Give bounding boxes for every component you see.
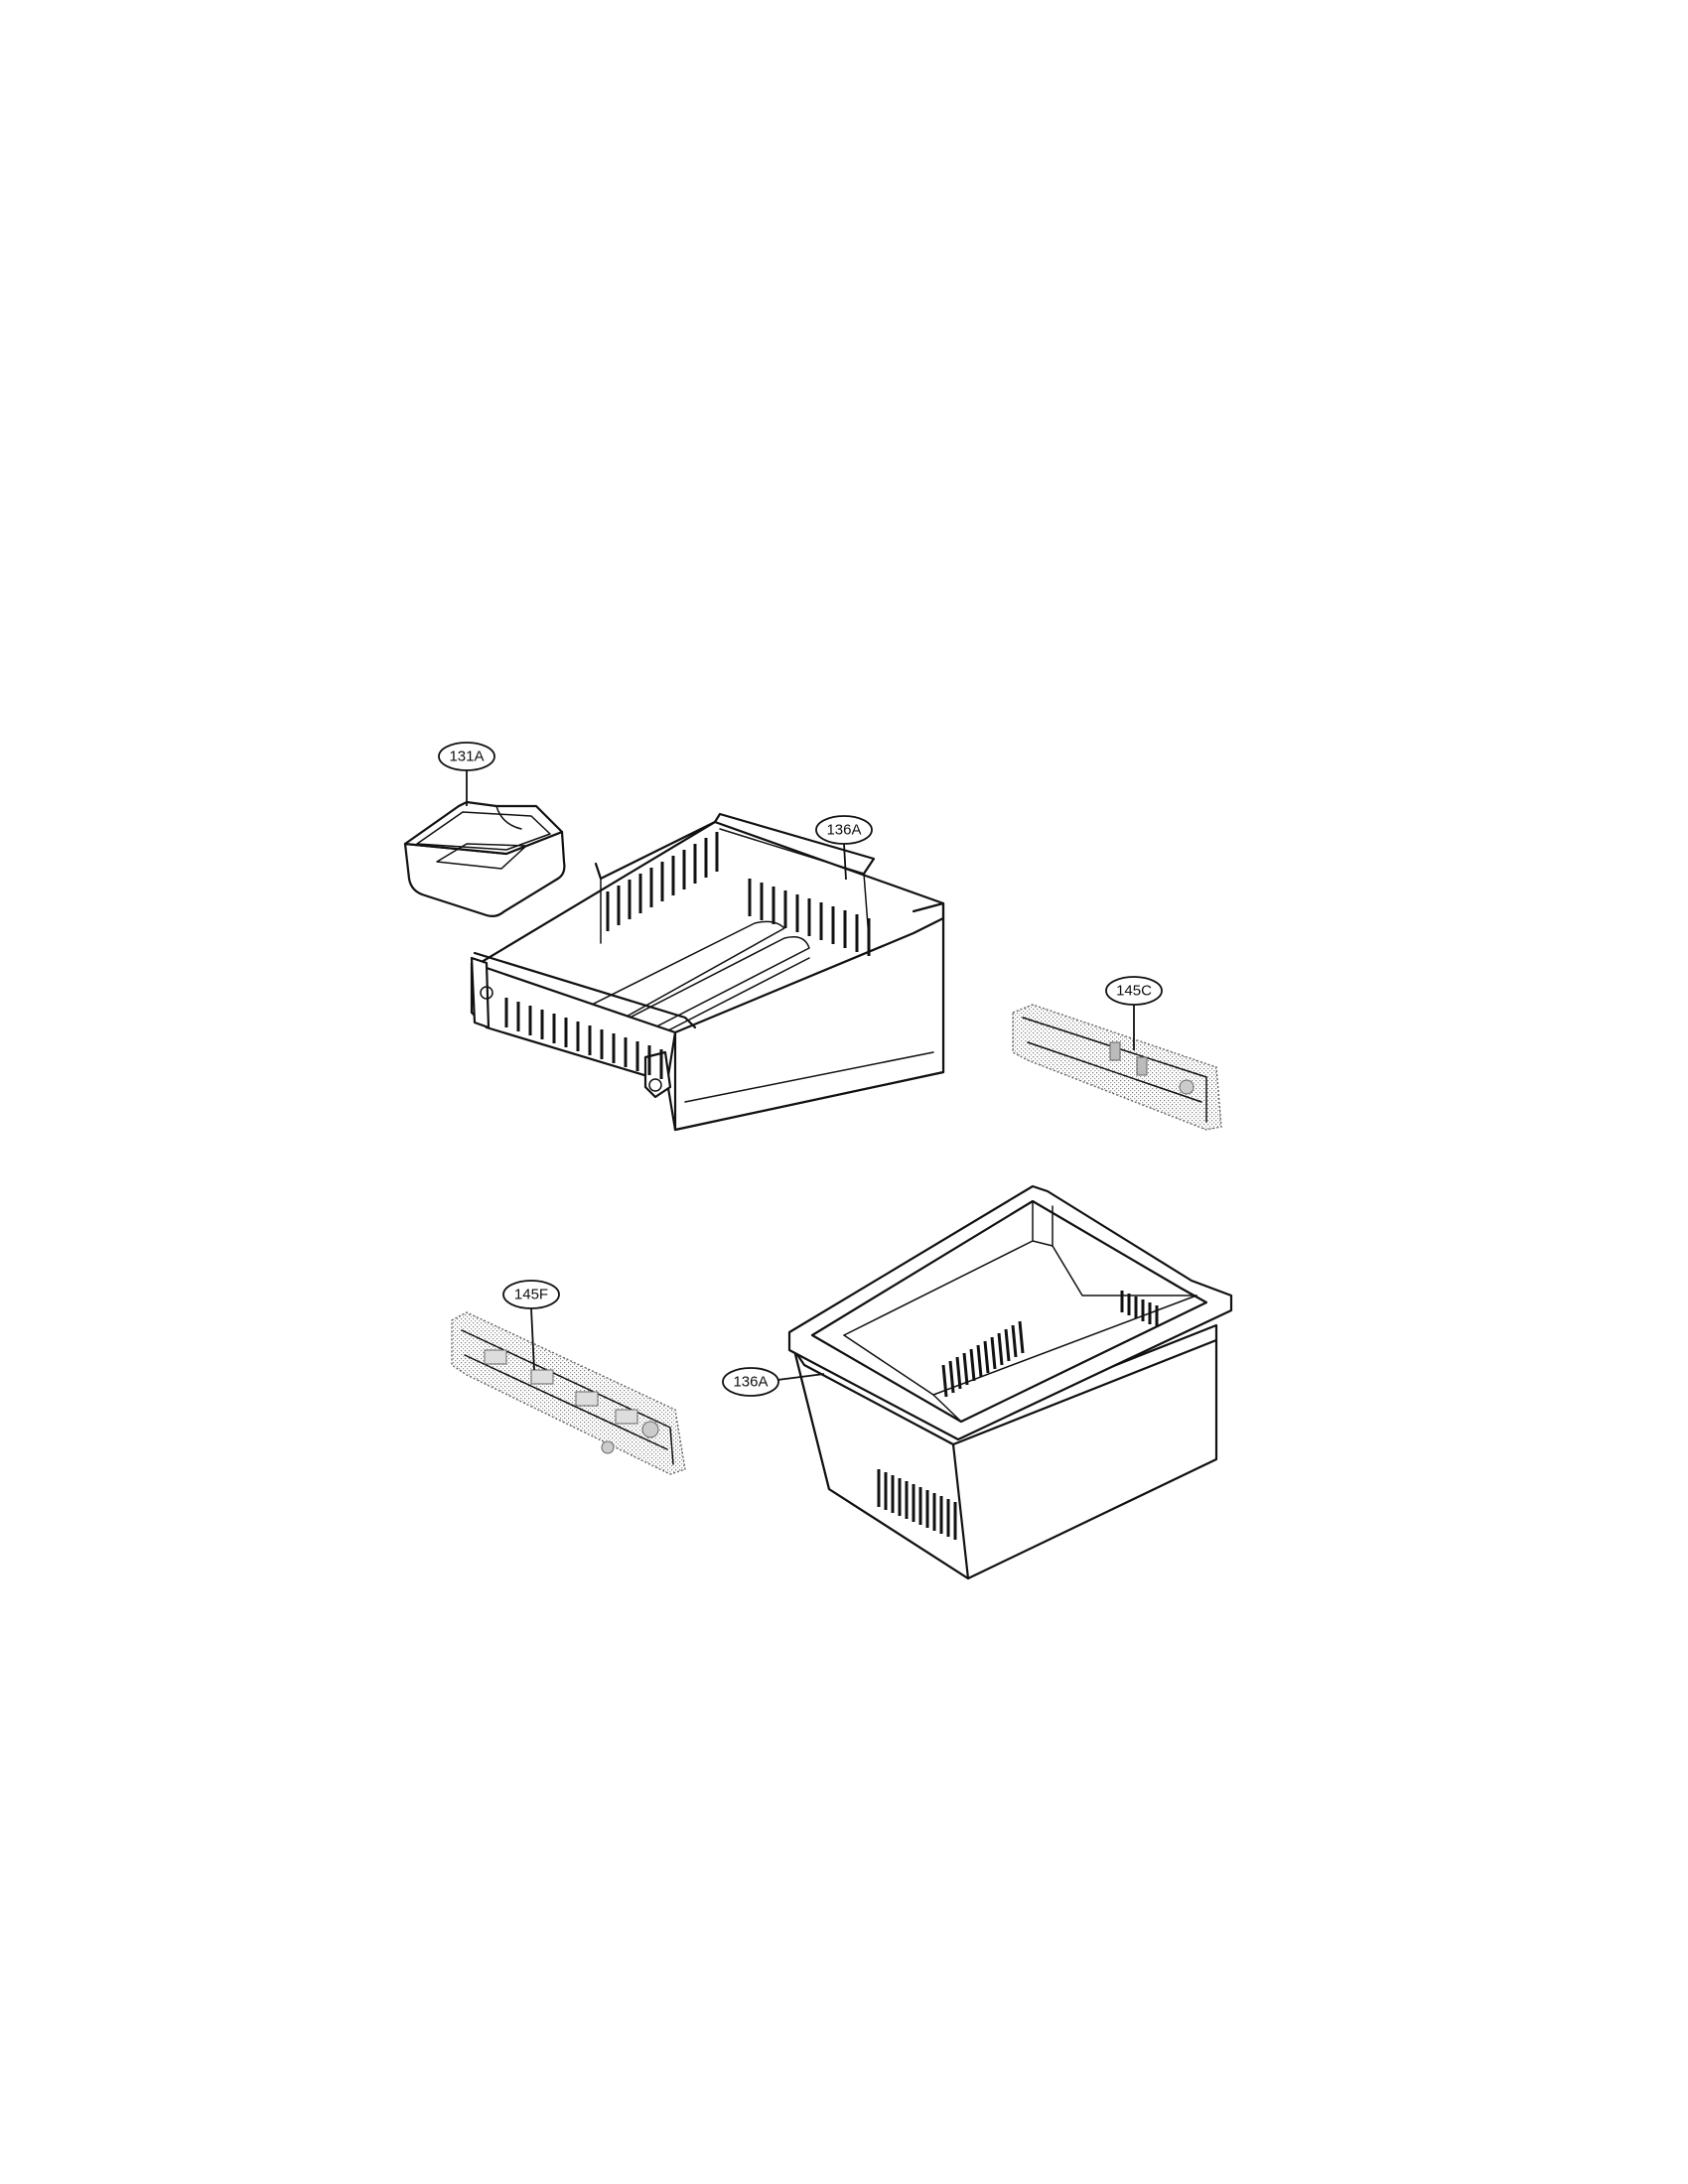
lower-bin-part [787, 1184, 1233, 1580]
vent-slot [1011, 1324, 1018, 1358]
callout-label-145f: 145F [514, 1287, 548, 1303]
callout-136a-lower: 136A [722, 1367, 825, 1397]
vent-slot [969, 1348, 976, 1382]
rail-145f-part [451, 1311, 686, 1475]
callout-label-131a: 131A [449, 749, 484, 765]
vent-slot [990, 1336, 997, 1370]
callout-136a-upper: 136A [815, 815, 873, 881]
vent-slot [941, 1364, 948, 1398]
vent-slot [962, 1352, 969, 1386]
callout-label-145c: 145C [1116, 983, 1152, 1000]
vent-slot [983, 1340, 990, 1374]
callout-131a: 131A [438, 742, 495, 806]
vent-slot [955, 1356, 962, 1390]
callout-145c: 145C [1105, 976, 1163, 1050]
rail-145c-part [1012, 1004, 1222, 1131]
small-tray-part [403, 800, 566, 917]
upper-drawer-part [470, 812, 945, 1132]
callout-145f: 145F [502, 1280, 560, 1371]
callout-label-136a-upper: 136A [826, 822, 861, 839]
vent-slot [997, 1332, 1004, 1366]
vent-slot [976, 1344, 983, 1378]
callout-label-136a-lower: 136A [733, 1374, 768, 1391]
vent-slot [948, 1360, 955, 1394]
vent-slot [1004, 1328, 1011, 1362]
vent-slot [1018, 1320, 1025, 1354]
